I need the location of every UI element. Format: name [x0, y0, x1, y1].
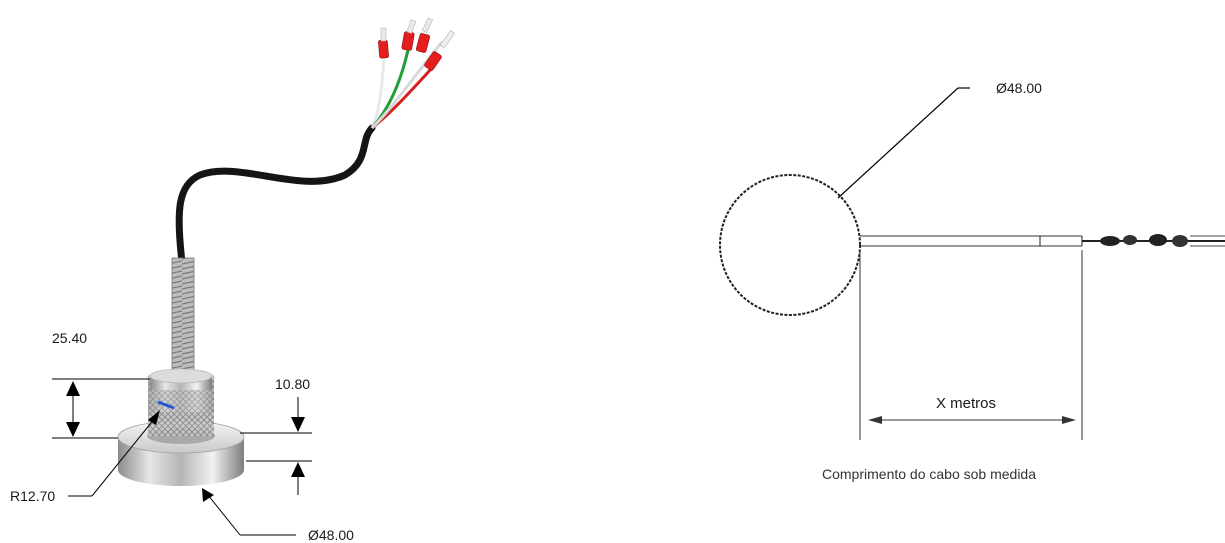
- dim-radius-label: R12.70: [10, 488, 56, 504]
- length-label: X metros: [936, 395, 997, 412]
- cable-length-caption: Comprimento do cabo sob medida: [822, 466, 1037, 482]
- wire-terminals: [378, 17, 455, 71]
- leader-radius: [68, 410, 160, 497]
- cable-stem: [860, 235, 1083, 247]
- dim-height-total-label: 25.40: [52, 330, 88, 346]
- black-cable: [175, 124, 376, 266]
- dim-base-height-label: 10.80: [275, 376, 311, 392]
- length-extension-lines: [859, 250, 1083, 440]
- threaded-stud: [171, 257, 195, 377]
- leader-base-diameter: [202, 488, 296, 536]
- dimension-base-height: [240, 397, 312, 495]
- top-view-drawing: [719, 87, 1225, 440]
- length-dimension-line: [868, 416, 1076, 424]
- magnetic-base: [117, 412, 245, 486]
- cable-connector: [1082, 234, 1225, 247]
- sensor-outline-circle: [719, 174, 861, 316]
- dim-base-diameter-label: Ø48.00: [308, 527, 354, 543]
- leader-top-diameter: [837, 87, 970, 199]
- dimension-height-total: [52, 378, 150, 439]
- sensor-product: [52, 17, 455, 536]
- top-diameter-label: Ø48.00: [996, 80, 1042, 96]
